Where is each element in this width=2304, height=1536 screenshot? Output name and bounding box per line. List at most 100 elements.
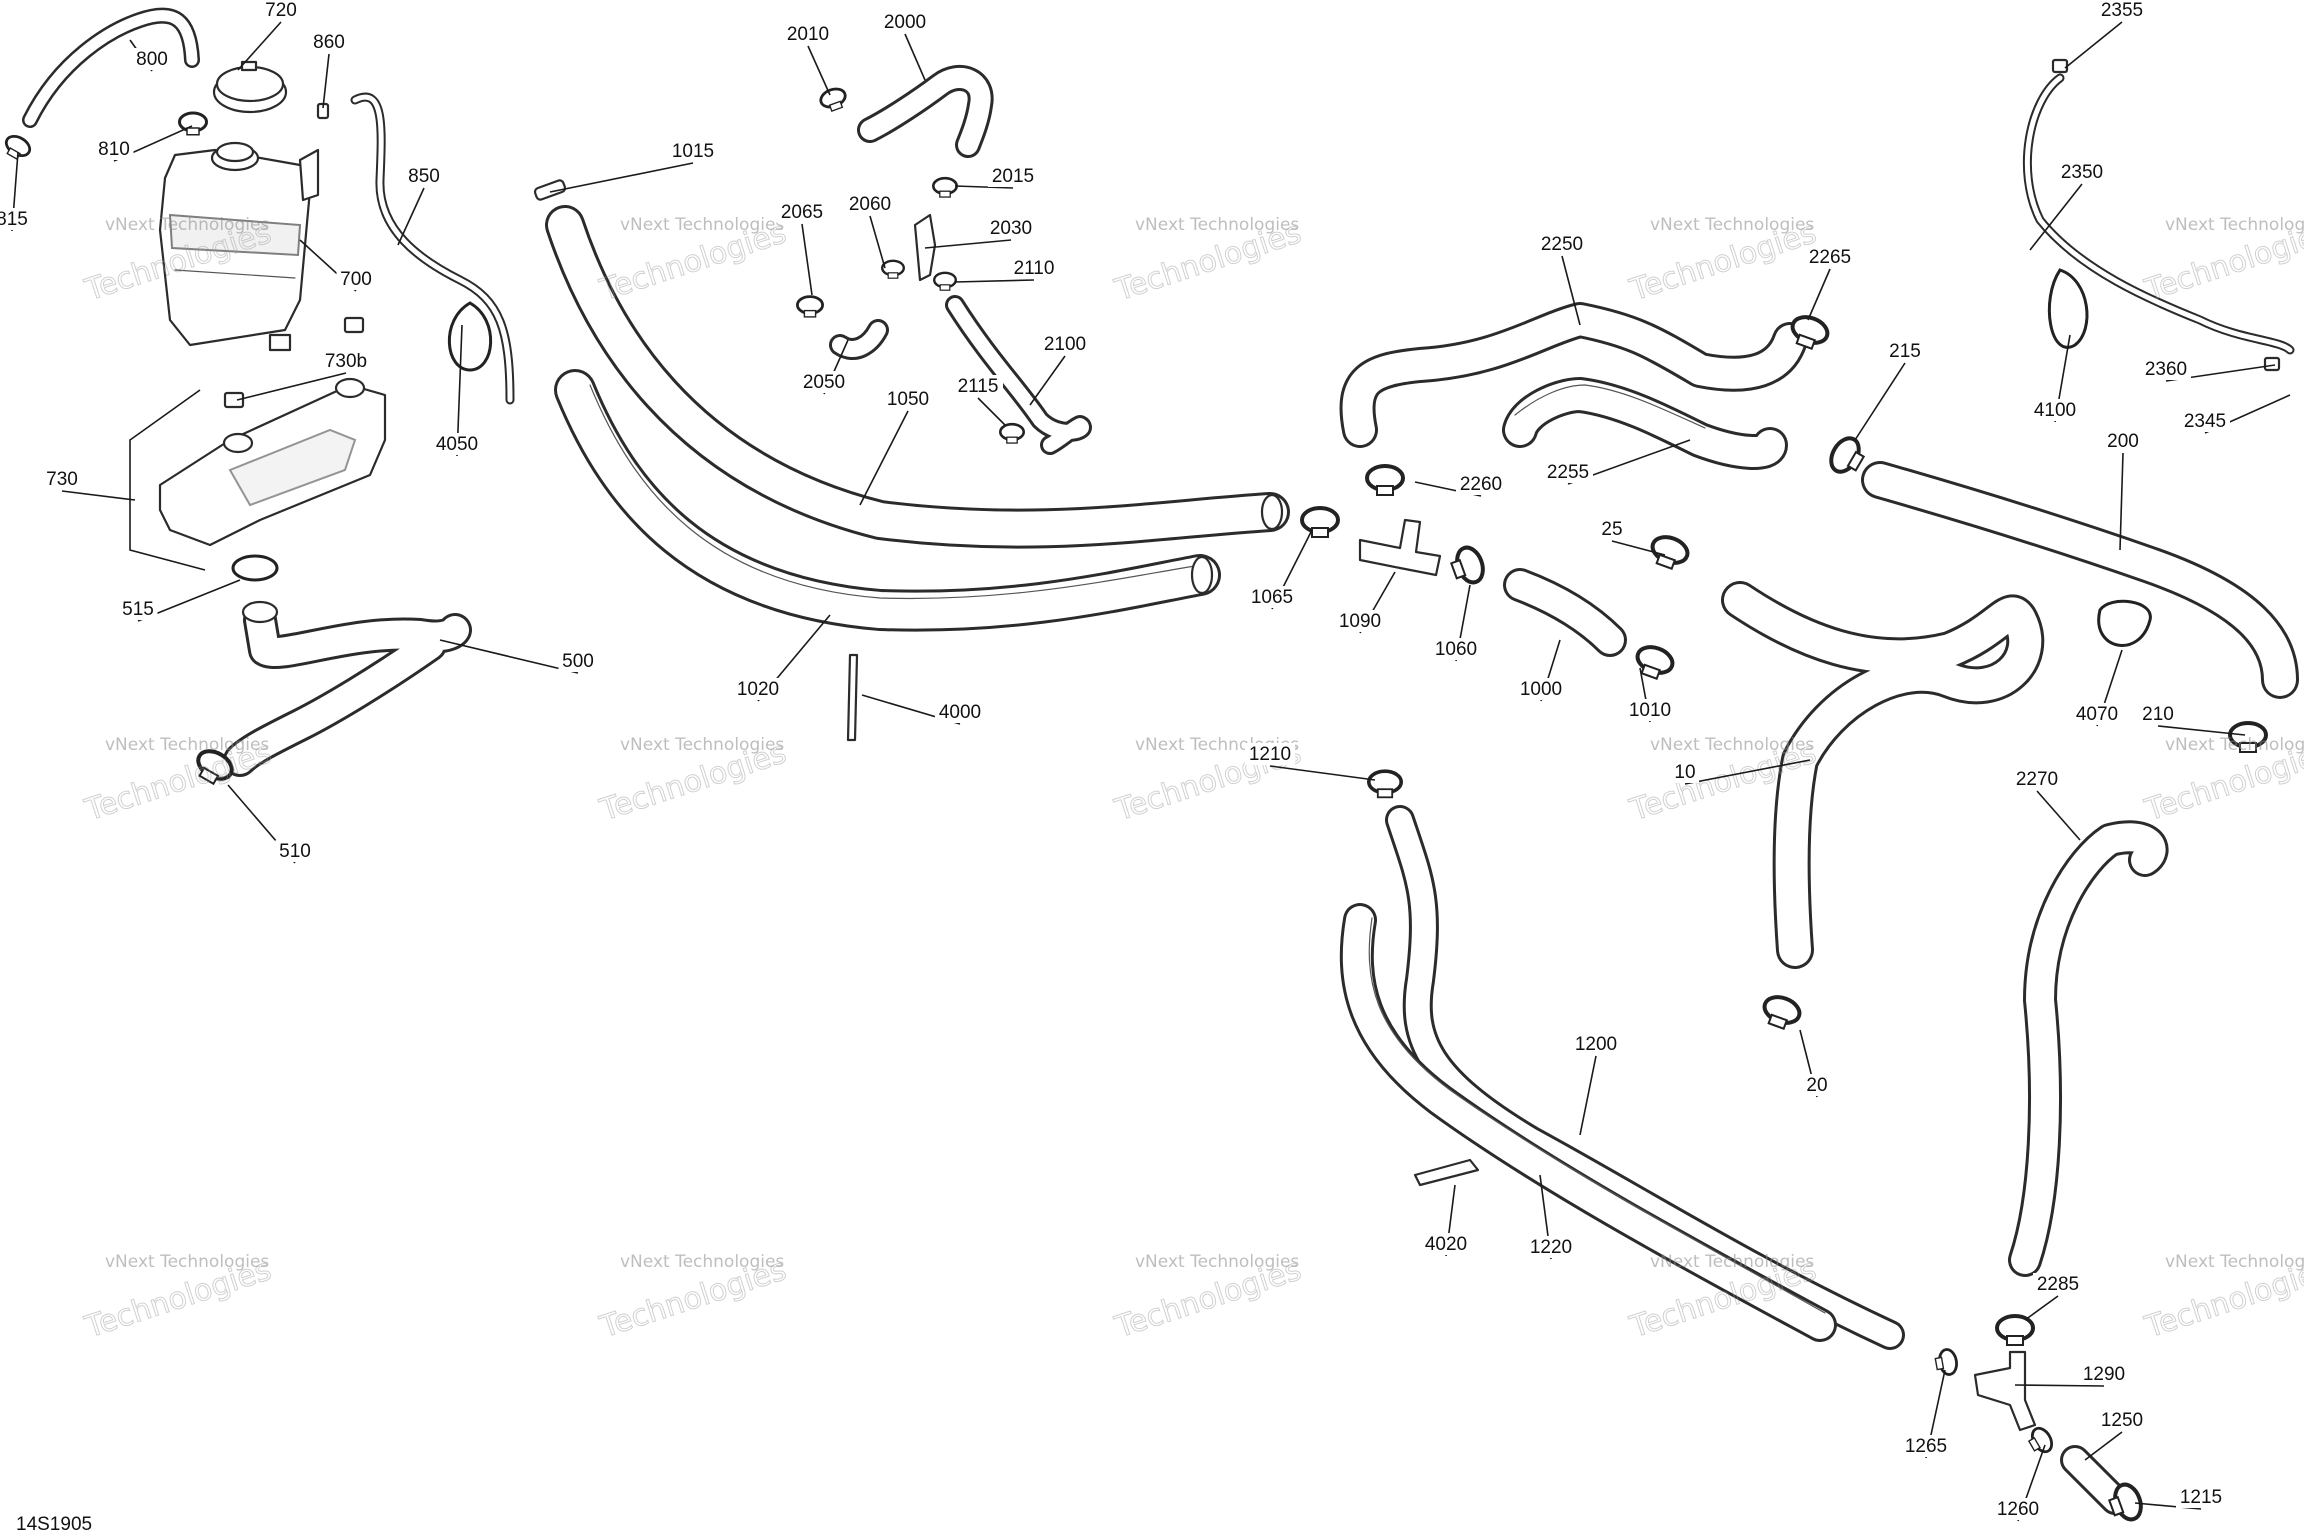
leader-line [2119, 452, 2124, 551]
callout-bg [953, 375, 1003, 397]
callout-label: 2260 [1460, 474, 1502, 495]
callout-label: 4000 [939, 702, 981, 723]
callout-bg [1805, 246, 1855, 268]
leader-line [397, 187, 425, 246]
callout-bg [2097, 0, 2147, 21]
callout-label: 2255 [1547, 462, 1589, 483]
callout-label: 2355 [2101, 0, 2143, 21]
callout-label: 20 [1806, 1075, 1827, 1096]
leader-line [1561, 255, 1581, 326]
callout-bg [1421, 1233, 1471, 1255]
callout-label: 810 [98, 139, 130, 160]
callout-bg [1901, 1435, 1951, 1457]
callout-bg [1009, 257, 1059, 279]
callout-label: 1250 [2101, 1410, 2143, 1431]
callout-label: 2030 [990, 218, 1032, 239]
callout-bg [42, 468, 82, 490]
watermark-line1: vNext Technologies [1650, 215, 1814, 235]
clamp-1265 [1932, 1346, 1960, 1378]
callout-bg [2176, 1486, 2226, 1508]
leader-line [977, 397, 1006, 426]
callout-bg [1456, 473, 1506, 495]
clamp-2010 [816, 84, 851, 115]
callout-label: 510 [279, 841, 311, 862]
watermark-line1: vNext Technologies [1650, 1252, 1814, 1272]
callout-bg [1537, 233, 1587, 255]
clamp-4100 [2047, 268, 2089, 349]
callout-bg [733, 678, 783, 700]
callout-label: 850 [408, 166, 440, 187]
leader-line [2064, 21, 2123, 69]
hose-2350 [2022, 73, 2295, 355]
leader-line [954, 185, 1014, 189]
clamp-20 [1757, 990, 1806, 1035]
callout-bg [132, 48, 172, 70]
sleeve-4020 [1413, 1158, 1480, 1187]
callout-label: 1260 [1997, 1499, 2039, 1520]
callout-bg [1671, 761, 1699, 783]
hose-1250 [2060, 1445, 2130, 1515]
callout-label: 2060 [849, 194, 891, 215]
leader-line [61, 490, 136, 501]
clamp-2285 [1995, 1314, 2035, 1347]
callout-label: 515 [122, 599, 154, 620]
leader-line [2029, 183, 2083, 251]
callout-label: 4070 [2076, 704, 2118, 725]
callout-label: 500 [562, 651, 594, 672]
callout-label: 730b [325, 351, 367, 372]
callout-bg [2012, 768, 2062, 790]
leader-line [237, 21, 282, 71]
callout-label: 2000 [884, 12, 926, 33]
reservoir-700 [158, 141, 320, 352]
watermark-line1: vNext Technologies [2165, 215, 2304, 235]
callout-label: 1265 [1905, 1436, 1947, 1457]
callout-bg [2141, 358, 2191, 380]
callout-label: 2110 [1014, 258, 1055, 279]
clamp-2065 [796, 295, 824, 319]
clamp-2110 [933, 271, 957, 292]
hose-1000 [1503, 568, 1627, 657]
tie-strap-4000 [846, 653, 859, 742]
clamp-4050 [447, 301, 493, 372]
callout-bg [321, 350, 371, 372]
callout-label: 2265 [1809, 247, 1851, 268]
callout-bg [1993, 1498, 2043, 1520]
leader-line [1269, 765, 1376, 781]
callout-bg [1571, 1033, 1621, 1055]
callout-bg [1431, 638, 1481, 660]
callout-bg [404, 165, 444, 187]
callout-label: 2115 [958, 376, 999, 397]
callout-bg [1598, 518, 1626, 540]
callout-bg [1526, 1236, 1576, 1258]
callout-bg [2138, 703, 2178, 725]
callout-bg [1516, 678, 1566, 700]
clamp-1210 [1367, 769, 1403, 800]
callout-bg [1247, 586, 1297, 608]
leader-line [869, 215, 886, 269]
callout-label: 4100 [2034, 400, 2076, 421]
callout-bg [309, 31, 349, 53]
callout-label: 200 [2107, 431, 2139, 452]
callout-label: 215 [1889, 341, 1921, 362]
hose-1200 [1385, 805, 1905, 1350]
callout-label: 2100 [1044, 334, 1086, 355]
clamp-215 [1823, 431, 1871, 482]
callout-label: 1090 [1339, 611, 1381, 632]
callout-label: 2010 [787, 24, 829, 45]
clamp-1060 [1445, 541, 1490, 590]
callout-label: 1015 [672, 141, 714, 162]
callout-bg [986, 217, 1036, 239]
clamp-2115 [998, 422, 1026, 445]
hose-2000 [857, 65, 994, 158]
callout-bg [883, 388, 933, 410]
callout-bg [118, 598, 158, 620]
hose-500 [223, 600, 472, 777]
watermark-line1: vNext Technologies [2165, 735, 2304, 755]
hose-850 [350, 92, 515, 405]
callout-label: 720 [265, 0, 297, 21]
callout-label: 1010 [1629, 700, 1671, 721]
